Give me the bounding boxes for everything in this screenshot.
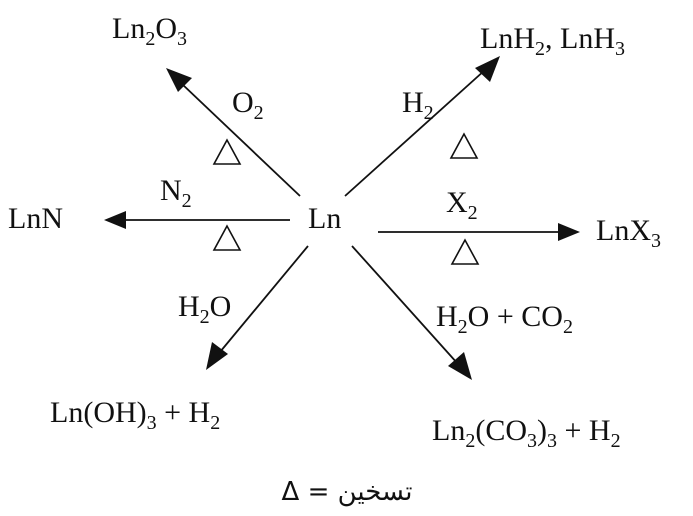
arrow-to-ln2-co3-3 — [351, 245, 472, 380]
heat-triangle-x2 — [450, 238, 480, 265]
product-lnn: LnN — [8, 202, 63, 235]
heat-triangle-h2 — [449, 132, 479, 159]
center-ln: Ln — [308, 202, 341, 235]
legend-heat: Δ = تسخين — [282, 477, 413, 507]
reagent-o2: O2 — [232, 86, 264, 124]
heat-triangle-o2 — [212, 138, 242, 165]
arrow-to-lnh2 — [344, 56, 500, 197]
product-ln2o3: Ln2O3 — [112, 12, 187, 50]
heat-triangle-n2 — [212, 224, 242, 251]
reagent-h2o: H2O — [178, 290, 231, 328]
arrow-to-ln2o3 — [166, 68, 301, 197]
reagent-x2: X2 — [446, 186, 478, 224]
product-lnh2-lnh3: LnH2, LnH3 — [480, 22, 625, 60]
arrow-to-lnn — [104, 211, 290, 229]
reagent-h2o-co2: H2O + CO2 — [436, 300, 573, 338]
arrow-to-lnx3 — [378, 223, 580, 241]
arrow-to-ln-oh3 — [206, 245, 309, 370]
product-ln-oh3-h2: Ln(OH)3 + H2 — [50, 396, 220, 434]
reagent-h2: H2 — [402, 86, 434, 124]
product-lnx3: LnX3 — [596, 214, 661, 252]
reagent-n2: N2 — [160, 174, 192, 212]
product-ln2-co3-3-h2: Ln2(CO3)3 + H2 — [432, 414, 621, 452]
